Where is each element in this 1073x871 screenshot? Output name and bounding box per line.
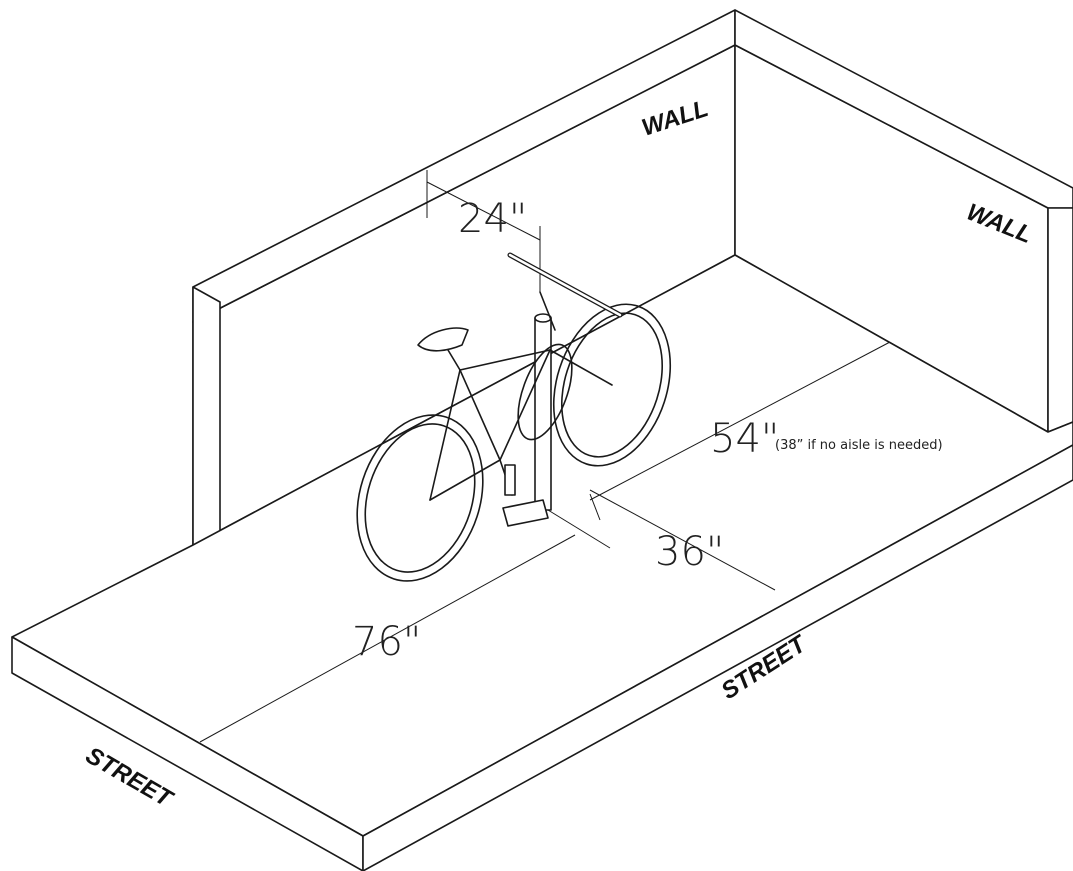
dim-54: 54" bbox=[710, 416, 779, 462]
dim-24: 24" bbox=[458, 196, 527, 242]
dim-76: 76" bbox=[352, 619, 421, 665]
floor-front-right bbox=[362, 444, 1073, 871]
rack-post bbox=[502, 313, 552, 527]
floor-front-left bbox=[11, 636, 364, 871]
dim-36: 36" bbox=[655, 529, 724, 575]
dim-54-note: (38” if no aisle is needed) bbox=[775, 438, 943, 453]
back-wall-end bbox=[192, 286, 221, 546]
dimension-lines bbox=[199, 170, 891, 743]
side-wall-end bbox=[1047, 207, 1073, 433]
bicycle bbox=[356, 252, 672, 582]
